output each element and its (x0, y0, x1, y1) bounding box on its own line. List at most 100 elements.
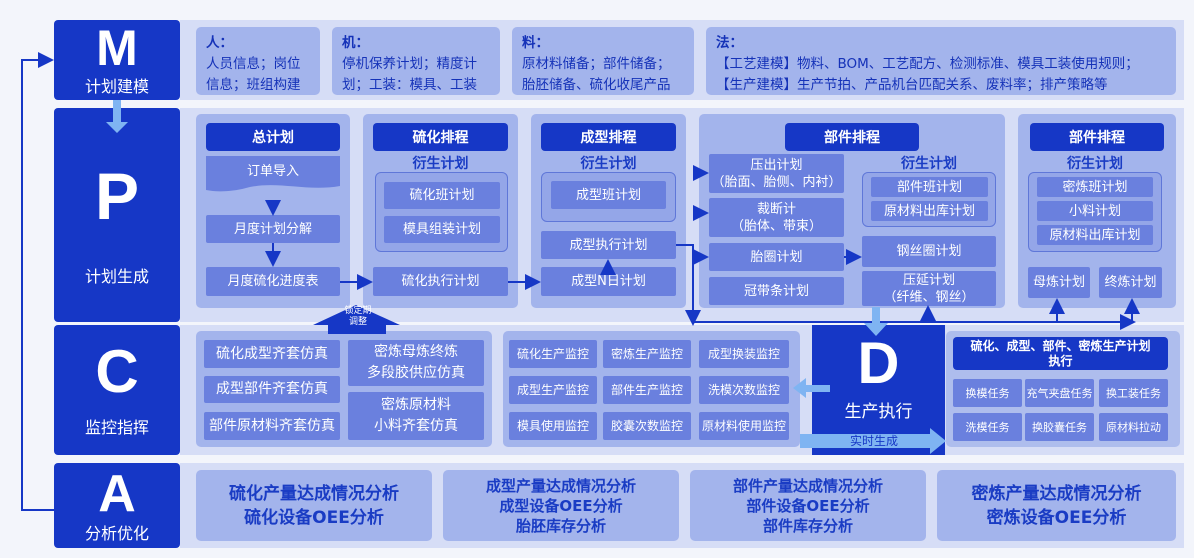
stage-letter: D (857, 331, 900, 396)
curing-exec-plan: 硫化执行计划 (373, 267, 508, 296)
monthly-plan-breakdown: 月度计划分解 (206, 215, 340, 243)
card-line: 【工艺建模】物料、BOM、工艺配方、检测标准、模具工装使用规则； (716, 56, 1139, 72)
cap-strip-plan: 冠带条计划 (709, 277, 844, 305)
card-line: 划；工装：模具、工装 (342, 77, 477, 93)
bead-plan: 胎圈计划 (709, 243, 844, 271)
mold-assembly-plan: 模具组装计划 (384, 216, 500, 243)
loop-arrow (21, 52, 54, 511)
monitor-item: 成型生产监控 (509, 376, 597, 404)
modeling-people: 人： 人员信息；岗位信息；班组构建 (196, 27, 320, 95)
execution-task: 充气夹盘任务 (1025, 379, 1094, 407)
stage-label: 分析优化 (84, 523, 149, 543)
analysis-card: 部件产量达成情况分析部件设备OEE分析部件库存分析 (690, 470, 926, 541)
card-line: 停机保养计划；精度计 (342, 56, 477, 72)
monitor-item: 密炼生产监控 (603, 340, 691, 368)
card-title: 料： (522, 35, 549, 51)
order-import-shape (206, 156, 340, 192)
analysis-line: 胎胚库存分析 (515, 516, 606, 535)
sim-item: 成型部件齐套仿真 (204, 376, 340, 403)
curing-shift-plan: 硫化班计划 (384, 182, 500, 209)
cutting-plan: 裁断计 （胎体、带束） (709, 198, 844, 237)
stage-label: 计划建模 (84, 77, 149, 96)
sim-item: 密炼原材料 小料齐套仿真 (348, 392, 484, 440)
analysis-card: 成型产量达成情况分析成型设备OEE分析胎胚库存分析 (443, 470, 679, 541)
bead-ring-plan: 钢丝圈计划 (862, 236, 996, 267)
analysis-line: 成型产量达成情况分析 (485, 476, 636, 495)
analysis-line: 硫化设备OEE分析 (244, 507, 384, 528)
derived-plan-label: 衍生计划 (580, 156, 637, 172)
material-outbound-plan: 原材料出库计划 (871, 201, 988, 221)
card-line: 胎胚储备、硫化收尾产品 (522, 77, 671, 93)
monitor-item: 胶囊次数监控 (603, 412, 691, 440)
card-line: 信息；班组构建 (206, 77, 301, 93)
stage-a: A 分析优化 (54, 463, 180, 548)
stage-letter: P (94, 159, 140, 233)
curing-schedule-header: 硫化排程 (373, 123, 508, 151)
analysis-card: 密炼产量达成情况分析密炼设备OEE分析 (937, 470, 1176, 541)
master-batch-plan: 母炼计划 (1028, 267, 1090, 298)
extrusion-plan: 压出计划 （胎面、胎侧、内衬） (709, 154, 844, 193)
stage-label: 计划生成 (84, 267, 149, 286)
card-title: 法： (716, 35, 743, 51)
analysis-line: 部件库存分析 (762, 516, 853, 535)
small-material-plan: 小料计划 (1037, 201, 1153, 221)
stage-label: 生产执行 (844, 402, 913, 422)
monitor-item: 洗模次数监控 (699, 376, 789, 404)
monitor-item: 成型换装监控 (699, 340, 789, 368)
stage-p: P 计划生成 (54, 108, 180, 322)
derived-plan-label: 衍生计划 (901, 156, 957, 172)
sim-item: 部件原材料齐套仿真 (204, 412, 340, 440)
stage-label: 监控指挥 (84, 418, 149, 437)
sim-item: 密炼母炼终炼 多段胶供应仿真 (348, 340, 484, 386)
analysis-line: 部件产量达成情况分析 (732, 476, 883, 495)
realtime-label: 实时生成 (849, 434, 898, 448)
derived-plan-label: 衍生计划 (412, 156, 469, 172)
stage-letter: C (95, 338, 139, 405)
execution-header: 硫化、成型、部件、密炼生产计划执行 (953, 337, 1168, 370)
component-shift-plan: 部件班计划 (871, 177, 988, 197)
modeling-material: 料： 原材料储备；部件储备； 胎胚储备、硫化收尾产品 (512, 27, 694, 95)
modeling-method: 法： 【工艺建模】物料、BOM、工艺配方、检测标准、模具工装使用规则； 【生产建模】… (706, 27, 1176, 95)
sim-item: 硫化成型齐套仿真 (204, 340, 340, 368)
building-shift-plan: 成型班计划 (551, 181, 666, 209)
order-import: 订单导入 (246, 163, 299, 179)
card-title: 机： (342, 35, 369, 51)
monitor-item: 部件生产监控 (603, 376, 691, 404)
master-plan-header: 总计划 (206, 123, 340, 151)
monitor-item: 模具使用监控 (509, 412, 597, 440)
stage-m: M 计划建模 (54, 20, 180, 100)
analysis-line: 密炼产量达成情况分析 (971, 483, 1142, 504)
final-batch-plan: 终炼计划 (1099, 267, 1162, 298)
card-line: 【生产建模】生产节拍、产品机台匹配关系、废料率；排产策略等 (716, 77, 1108, 93)
stage-letter: A (98, 464, 136, 523)
mixing-shift-plan: 密炼班计划 (1037, 177, 1153, 197)
analysis-card: 硫化产量达成情况分析硫化设备OEE分析 (196, 470, 432, 541)
analysis-line: 硫化产量达成情况分析 (229, 483, 399, 504)
analysis-line: 成型设备OEE分析 (499, 496, 623, 515)
execution-task: 原材料拉动 (1099, 413, 1168, 441)
derived-plan-label: 衍生计划 (1067, 156, 1123, 172)
execution-task: 换模任务 (953, 379, 1022, 407)
stage-c: C 监控指挥 (54, 325, 180, 455)
monitor-item: 原材料使用监控 (699, 412, 789, 440)
card-line: 原材料储备；部件储备； (522, 56, 671, 72)
mixing-schedule-header: 部件排程 (1030, 123, 1164, 151)
building-exec-plan: 成型执行计划 (541, 231, 676, 259)
building-nday-plan: 成型N日计划 (541, 267, 676, 296)
monitor-item: 硫化生产监控 (509, 340, 597, 368)
stage-letter: M (96, 20, 138, 76)
material-outbound-plan: 原材料出库计划 (1037, 225, 1153, 245)
lock-adjust-label: 锁定期 调整 (344, 306, 372, 327)
monthly-curing-schedule: 月度硫化进度表 (206, 267, 340, 296)
component-schedule-header: 部件排程 (785, 123, 919, 151)
analysis-line: 密炼设备OEE分析 (986, 507, 1127, 528)
calender-plan: 压延计划 （纤维、钢丝） (862, 271, 996, 306)
execution-task: 换工装任务 (1099, 379, 1168, 407)
analysis-line: 部件设备OEE分析 (746, 496, 870, 515)
card-title: 人： (206, 35, 233, 51)
building-schedule-header: 成型排程 (541, 123, 676, 151)
modeling-machine: 机： 停机保养计划；精度计划；工装：模具、工装 (332, 27, 500, 95)
card-line: 人员信息；岗位 (206, 56, 301, 72)
execution-task: 换胶囊任务 (1025, 413, 1094, 441)
execution-task: 洗模任务 (953, 413, 1022, 441)
